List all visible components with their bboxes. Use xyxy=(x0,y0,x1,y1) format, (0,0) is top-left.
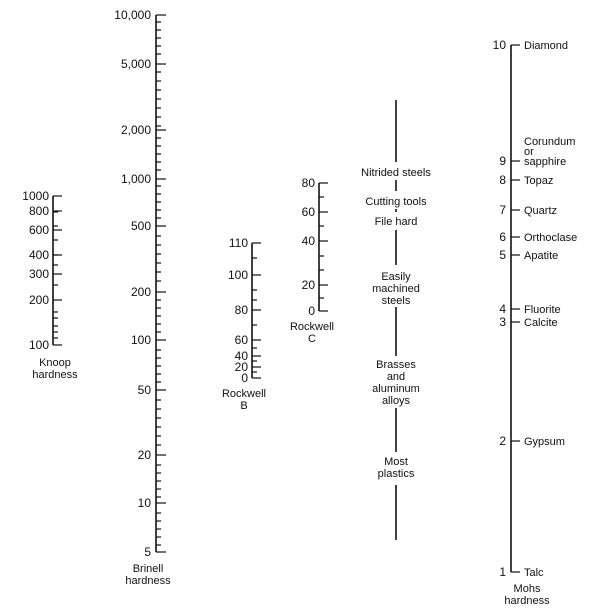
brinell-scale-name-line-1: Brinell xyxy=(133,563,164,575)
mohs-mineral-label-1-line-1: Diamond xyxy=(524,40,568,52)
rockwell-c-tick-label-5: 0 xyxy=(308,304,315,318)
rockwell-b-tick-label-5: 40 xyxy=(235,349,249,363)
brinell-tick-label-3: 2,000 xyxy=(121,123,151,137)
knoop-tick-label-6: 200 xyxy=(29,293,49,307)
knoop-scale-name-line-2: hardness xyxy=(32,369,78,381)
knoop-tick-label-3: 600 xyxy=(29,223,49,237)
rockwell-b-tick-label-6: 20 xyxy=(235,360,249,374)
mohs-mineral-label-4-line-1: Quartz xyxy=(524,205,557,217)
brinell-scale: 10,000 5,000 2,000 1,000 500 200 100 50 20 10 5Bri… xyxy=(114,8,171,587)
mohs-tick-label-10: 1 xyxy=(499,565,506,579)
brinell-tick-label-10: 10 xyxy=(138,496,152,510)
material-label-1-line-1: Nitrided steels xyxy=(361,167,431,179)
mohs-tick-label-4: 7 xyxy=(499,203,506,217)
knoop-tick-label-1: 1000 xyxy=(22,189,49,203)
brinell-tick-label-9: 20 xyxy=(138,448,152,462)
mohs-tick-label-7: 4 xyxy=(499,302,506,316)
material-label-5-line-4: alloys xyxy=(382,395,411,407)
mohs-scale-name-line-1: Mohs xyxy=(514,583,541,595)
material-label-4-line-1: Easily xyxy=(381,271,411,283)
material-label-2-line-1: Cutting tools xyxy=(365,196,427,208)
knoop-tick-label-7: 100 xyxy=(29,338,49,352)
rockwell-b-scale-name-line-1: Rockwell xyxy=(222,388,266,400)
rockwell-b-scale-name-line-2: B xyxy=(240,400,247,412)
rockwell-b-tick-label-1: 110 xyxy=(229,236,248,250)
rockwell-c-tick-label-4: 20 xyxy=(302,278,316,292)
brinell-scale-name-line-2: hardness xyxy=(125,575,171,587)
mohs-tick-label-2: 9 xyxy=(499,154,506,168)
material-label-3-line-1: File hard xyxy=(375,216,418,228)
mohs-tick-label-5: 6 xyxy=(499,230,506,244)
mohs-tick-label-1: 10 xyxy=(493,38,507,52)
mohs-mineral-label-9-line-1: Gypsum xyxy=(524,436,565,448)
rockwell-c-tick-label-2: 60 xyxy=(302,205,316,219)
material-label-5-line-1: Brasses xyxy=(376,359,416,371)
material-label-5-line-3: aluminum xyxy=(372,383,420,395)
brinell-tick-label-6: 200 xyxy=(131,285,151,299)
knoop-tick-label-2: 800 xyxy=(29,204,49,218)
rockwell-b-tick-label-3: 80 xyxy=(235,303,249,317)
brinell-tick-label-1: 10,000 xyxy=(114,8,151,22)
rockwell-c-scale-name-line-1: Rockwell xyxy=(290,321,334,333)
mohs-tick-label-9: 2 xyxy=(499,434,506,448)
material-label-4-line-3: steels xyxy=(382,295,411,307)
mohs-mineral-label-2-line-3: sapphire xyxy=(524,156,566,168)
brinell-tick-label-7: 100 xyxy=(131,333,151,347)
brinell-tick-label-8: 50 xyxy=(138,383,152,397)
brinell-tick-label-4: 1,000 xyxy=(121,172,151,186)
mohs-mineral-label-5-line-1: Orthoclase xyxy=(524,232,577,244)
brinell-tick-label-5: 500 xyxy=(131,219,151,233)
mohs-mineral-label-8-line-1: Calcite xyxy=(524,317,558,329)
mohs-mineral-label-7-line-1: Fluorite xyxy=(524,304,561,316)
rockwell-c-tick-label-1: 80 xyxy=(302,176,316,190)
brinell-tick-label-11: 5 xyxy=(144,545,151,559)
mohs-mineral-label-6-line-1: Apatite xyxy=(524,250,558,262)
mohs-mineral-label-2-line-1: Corundum xyxy=(524,136,575,148)
mohs-scale: 10 9 8 7 6 5 43 2 1 DiamondCorundumorsapphireTopa… xyxy=(493,38,578,607)
mohs-tick-label-6: 5 xyxy=(499,248,506,262)
mohs-tick-label-3: 8 xyxy=(499,173,506,187)
rockwell-b-tick-label-4: 60 xyxy=(235,333,249,347)
mohs-mineral-label-2-line-2: or xyxy=(524,146,534,158)
mohs-mineral-label-3-line-1: Topaz xyxy=(524,175,553,187)
rockwell-c-tick-label-3: 40 xyxy=(302,234,316,248)
material-label-6-line-1: Most xyxy=(384,456,408,468)
rockwell-b-tick-label-2: 100 xyxy=(228,268,248,282)
material-label-5-line-2: and xyxy=(387,371,405,383)
material-label-6-line-2: plastics xyxy=(378,468,415,480)
material-label-4-line-2: machined xyxy=(372,283,420,295)
knoop-scale-name-line-1: Knoop xyxy=(39,357,71,369)
rockwell-b-tick-label-7: 0 xyxy=(241,371,248,385)
brinell-tick-label-2: 5,000 xyxy=(121,57,151,71)
knoop-tick-label-5: 300 xyxy=(29,267,49,281)
mohs-mineral-label-10-line-1: Talc xyxy=(524,567,544,579)
rockwell-c-scale-name-line-2: C xyxy=(308,333,316,345)
mohs-scale-name-line-2: hardness xyxy=(504,595,550,607)
knoop-tick-label-4: 400 xyxy=(29,248,49,262)
mohs-tick-label-8: 3 xyxy=(499,315,506,329)
